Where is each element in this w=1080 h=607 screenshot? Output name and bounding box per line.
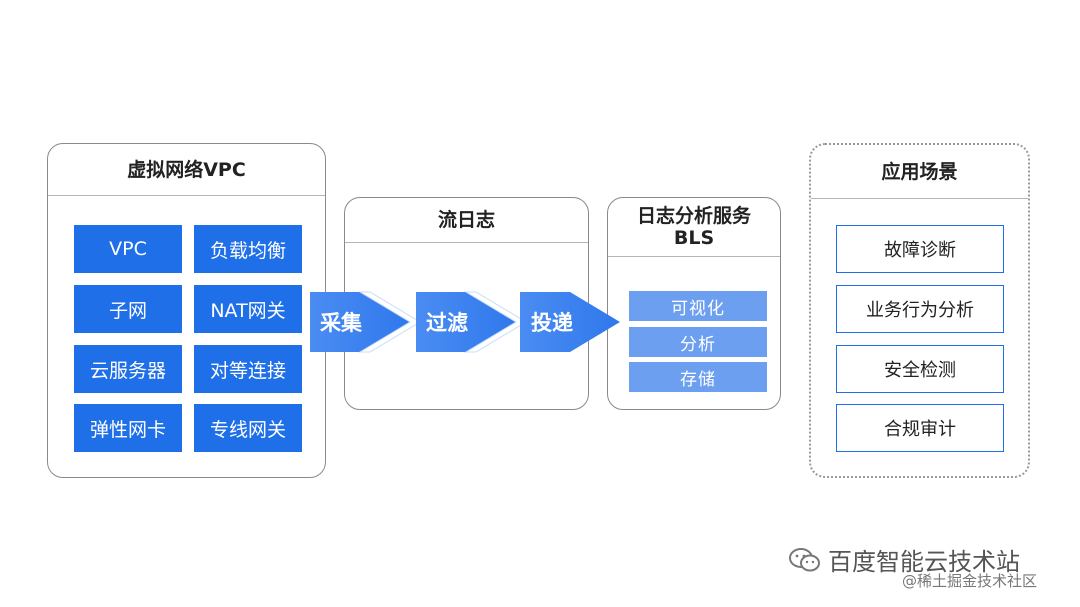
bls-item-storage: 存储 — [629, 362, 767, 392]
step-filter: 过滤 — [426, 311, 468, 335]
vpc-item-cloud-server: 云服务器 — [74, 345, 182, 393]
bls-panel-title: 日志分析服务 BLS — [608, 198, 780, 257]
vpc-item-load-balancer: 负载均衡 — [194, 225, 302, 273]
chevron-arrows — [310, 291, 620, 353]
step-deliver: 投递 — [531, 311, 573, 335]
watermark-main: 百度智能云技术站 — [788, 542, 1020, 577]
vpc-panel-title: 虚拟网络VPC — [48, 144, 325, 196]
bls-item-visualization: 可视化 — [629, 291, 767, 321]
vpc-item-eni: 弹性网卡 — [74, 404, 182, 452]
watermark-main-text: 百度智能云技术站 — [828, 548, 1020, 576]
bls-item-analysis: 分析 — [629, 327, 767, 357]
chevron-filter-outline — [464, 291, 527, 353]
scenario-business-analysis: 业务行为分析 — [836, 285, 1004, 333]
step-collect: 采集 — [320, 311, 362, 335]
vpc-item-subnet: 子网 — [74, 285, 182, 333]
scenario-fault-diagnosis: 故障诊断 — [836, 225, 1004, 273]
chevron-collect-outline — [358, 291, 421, 353]
vpc-item-peering: 对等连接 — [194, 345, 302, 393]
scenario-compliance-audit: 合规审计 — [836, 404, 1004, 452]
bls-title-line2: BLS — [673, 227, 715, 249]
wechat-icon — [789, 547, 820, 571]
chevron-deliver-shape — [520, 292, 620, 352]
bls-title-line1: 日志分析服务 — [636, 205, 751, 227]
vpc-item-vpc: VPC — [74, 225, 182, 273]
vpc-item-dedicated-gateway: 专线网关 — [194, 404, 302, 452]
watermark-sub: @稀土掘金技术社区 — [902, 572, 1038, 590]
scenario-security-detection: 安全检测 — [836, 345, 1004, 393]
flowlog-panel-title: 流日志 — [345, 198, 588, 243]
vpc-item-nat-gateway: NAT网关 — [194, 285, 302, 333]
scenarios-panel-title: 应用场景 — [811, 145, 1028, 199]
